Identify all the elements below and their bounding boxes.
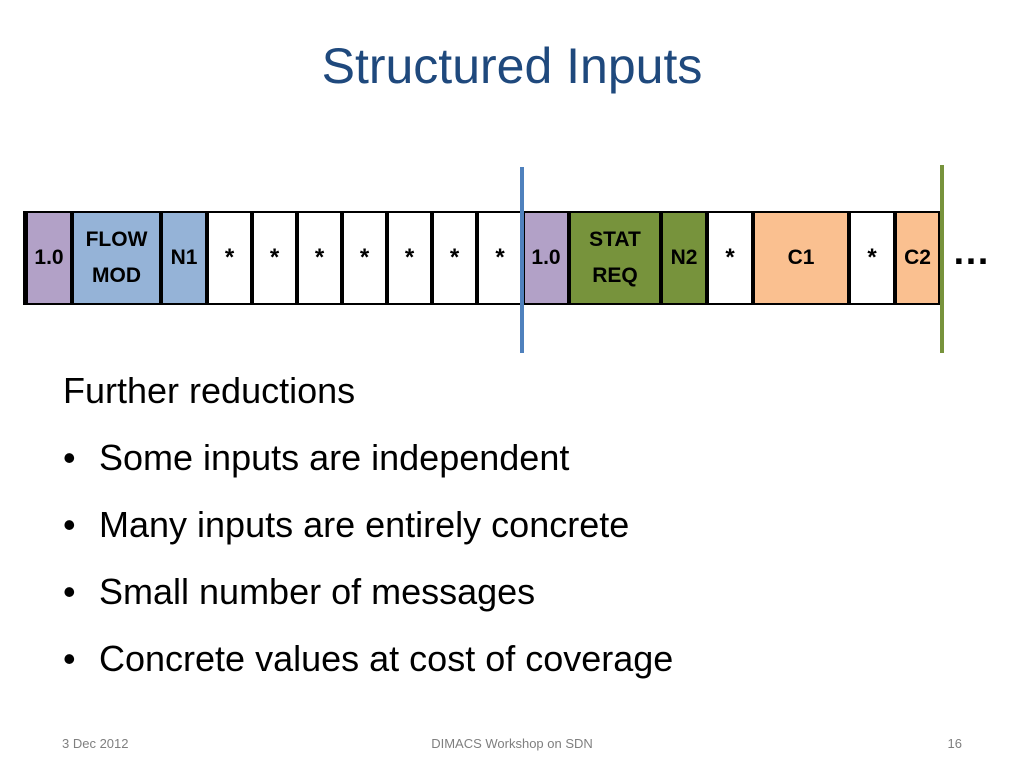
packet-field-label: *	[495, 244, 505, 271]
packet-diagram: … 1.0 FLOW MOD N1 * * * * * * * 1.0 STAT REQ N2 * C1 * C…	[23, 165, 990, 353]
bullet-text: Concrete values at cost of coverage	[99, 638, 674, 679]
packet-field-label: C1	[787, 246, 815, 269]
packet-field-label: *	[269, 244, 280, 271]
packet-field-label: 1.0	[34, 246, 64, 269]
packet-field-version: 1.0	[28, 213, 70, 303]
packet-field-version: 1.0	[525, 213, 567, 303]
packet-field-wildcard: *	[851, 213, 893, 303]
packet-field-divider	[705, 211, 709, 305]
packet-field-label: *	[314, 244, 325, 271]
bullet-list: • Some inputs are independent • Many inp…	[63, 424, 983, 692]
bullet-dot: •	[63, 638, 76, 679]
bullet-text: Many inputs are entirely concrete	[99, 504, 630, 545]
footer-page-number: 16	[947, 736, 962, 751]
packet-field-label: STAT REQ	[589, 228, 641, 287]
continuation-ellipsis: …	[952, 231, 990, 273]
packet-field-divider	[385, 211, 389, 305]
packet-field-divider	[70, 211, 74, 305]
lead-text: Further reductions	[63, 370, 356, 411]
packet-field-divider	[751, 211, 755, 305]
footer-title: DIMACS Workshop on SDN	[431, 736, 593, 751]
message-boundary-blue	[520, 167, 524, 353]
bullet-item: • Small number of messages	[63, 558, 983, 625]
packet-field-label: FLOW MOD	[85, 228, 148, 287]
packet-field-label: N2	[670, 246, 698, 269]
packet-field-label: 1.0	[531, 246, 561, 269]
packet-field-label: N1	[170, 246, 198, 269]
bullet-text: Some inputs are independent	[99, 437, 570, 478]
packet-field-label: *	[867, 244, 877, 271]
packet-field-constant: C2	[897, 213, 938, 303]
packet-field-divider	[893, 211, 897, 305]
slide-title: Structured Inputs	[321, 38, 703, 94]
bullet-dot: •	[63, 504, 76, 545]
packet-field-label: *	[224, 244, 235, 271]
packet-field-divider	[159, 211, 163, 305]
bullet-item: • Concrete values at cost of coverage	[63, 625, 983, 692]
packet-field-label: *	[725, 244, 735, 271]
packet-field-divider	[659, 211, 663, 305]
packet-field-divider	[295, 211, 299, 305]
bullet-dot: •	[63, 437, 76, 478]
packet-field-wildcard: *	[479, 213, 521, 303]
packet-field-divider	[567, 211, 571, 305]
packet-field-label: *	[359, 244, 370, 271]
packet-field-flowmod: FLOW MOD	[74, 213, 159, 303]
packet-field-wildcard: *	[254, 213, 295, 303]
packet-field-divider	[430, 211, 434, 305]
packet-field-divider	[205, 211, 209, 305]
slide-body: Further reductions • Some inputs are ind…	[63, 358, 983, 692]
packet-field-statreq: STAT REQ	[571, 213, 659, 303]
packet-field-wildcard: *	[389, 213, 430, 303]
packet-field-constant: C1	[755, 213, 847, 303]
packet-field-wildcard: *	[709, 213, 751, 303]
packet-field-label: *	[404, 244, 415, 271]
packet-field-wildcard: *	[344, 213, 385, 303]
packet-field-flowmod: N1	[163, 213, 205, 303]
bullet-text: Small number of messages	[99, 571, 536, 612]
packet-field-divider	[250, 211, 254, 305]
footer-date: 3 Dec 2012	[62, 736, 129, 751]
bullet-dot: •	[63, 571, 76, 612]
packet-field-statreq: N2	[663, 213, 705, 303]
packet-field-divider	[475, 211, 479, 305]
bullet-item: • Some inputs are independent	[63, 424, 983, 491]
bullet-item: • Many inputs are entirely concrete	[63, 491, 983, 558]
packet-field-label: C2	[904, 246, 931, 269]
message-boundary-green	[940, 165, 944, 353]
packet-field-divider	[340, 211, 344, 305]
packet-field-wildcard: *	[434, 213, 475, 303]
packet-field-wildcard: *	[209, 213, 250, 303]
packet-field-wildcard: *	[299, 213, 340, 303]
packet-field-divider	[847, 211, 851, 305]
packet-field-label: *	[449, 244, 460, 271]
